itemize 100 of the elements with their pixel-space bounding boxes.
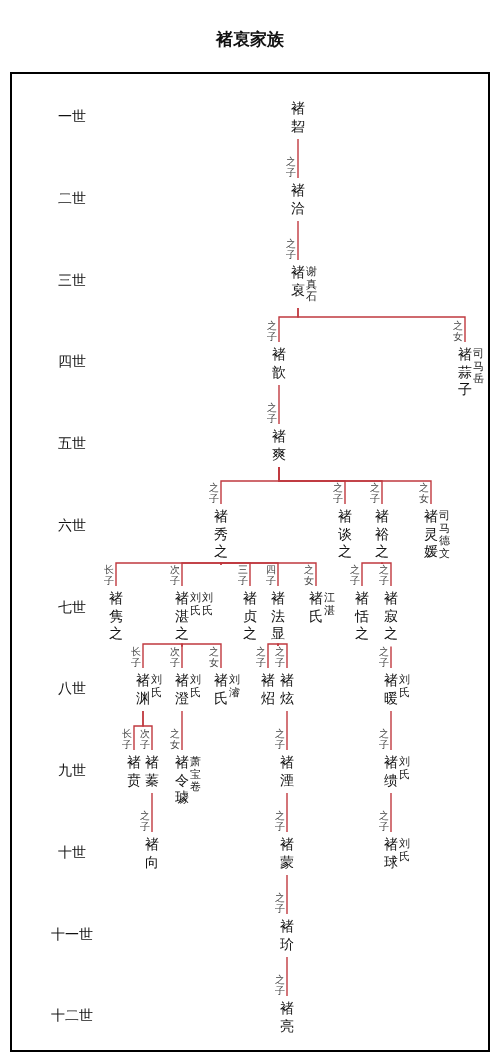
person-name: 褚球 <box>384 836 398 871</box>
person-name: 褚恬之 <box>355 590 369 643</box>
person-name: 褚隽之 <box>109 590 123 643</box>
edge-label: 长子 <box>104 564 114 586</box>
edge-label: 之子 <box>379 646 389 668</box>
generation-label: 九世 <box>58 762 86 780</box>
person-name: 褚寂之 <box>384 590 398 643</box>
edge-label: 之子 <box>275 974 285 996</box>
connector-line <box>297 307 466 343</box>
spouse-name: 刘氏 <box>202 592 213 618</box>
edge-label: 次子 <box>170 646 180 668</box>
edge-label: 之女 <box>170 728 180 750</box>
person-name: 褚歆 <box>272 346 286 381</box>
spouse-name: 江湛 <box>324 592 335 618</box>
person-name: 褚亮 <box>280 1000 294 1035</box>
connector-line <box>390 792 392 833</box>
edge-label: 之女 <box>419 482 429 504</box>
connector-line <box>286 792 288 833</box>
generation-label: 六世 <box>58 516 86 535</box>
generation-label: 四世 <box>58 353 86 372</box>
connector-line <box>286 874 288 915</box>
edge-label: 之子 <box>333 482 343 504</box>
spouse-name: 萧宝卷 <box>190 756 201 794</box>
edge-label: 之子 <box>275 892 285 914</box>
person-name: 褚蒙 <box>280 836 294 871</box>
connector-line <box>151 792 153 833</box>
person-name: 褚缋 <box>384 754 398 789</box>
edge-label: 之子 <box>275 810 285 832</box>
edge-label: 之子 <box>379 564 389 586</box>
spouse-name: 刘氏 <box>399 838 410 864</box>
person-name: 褚湮 <box>280 754 294 789</box>
connector-line <box>390 710 392 751</box>
generation-label: 七世 <box>58 598 86 617</box>
generation-label: 三世 <box>58 271 86 290</box>
generation-label: 八世 <box>58 680 86 699</box>
edge-label: 三子 <box>238 564 248 586</box>
edge-label: 之子 <box>209 482 219 504</box>
person-name: 褚玠 <box>280 918 294 953</box>
generation-label: 五世 <box>58 435 86 453</box>
person-name: 褚氏 <box>309 590 323 625</box>
connector-line <box>278 384 280 425</box>
connector-line <box>181 710 183 751</box>
connector-line <box>142 710 153 751</box>
spouse-name: 刘氏 <box>190 592 201 618</box>
edge-label: 之女 <box>304 564 314 586</box>
connector-line <box>390 645 392 669</box>
person-name: 褚向 <box>145 836 159 871</box>
edge-label: 次子 <box>140 728 150 750</box>
connector-line <box>142 643 183 669</box>
person-name: 褚爽 <box>272 428 286 463</box>
person-name: 褚裒 <box>291 264 305 299</box>
edge-label: 之女 <box>209 646 219 668</box>
edge-label: 次子 <box>170 564 180 586</box>
person-name: 褚贞之 <box>243 590 257 643</box>
edge-label: 之子 <box>286 156 296 178</box>
spouse-name: 刘氏 <box>151 674 162 700</box>
person-name: 褚暖 <box>384 672 398 707</box>
person-name: 褚洽 <box>291 182 305 217</box>
person-name: 褚䂮 <box>291 100 305 135</box>
spouse-name: 刘氏 <box>190 674 201 700</box>
connector-line <box>220 562 317 587</box>
generation-label: 二世 <box>58 189 86 208</box>
generation-label: 一世 <box>58 108 86 126</box>
edge-label: 之子 <box>267 402 277 424</box>
edge-label: 之女 <box>453 320 463 342</box>
person-name: 褚法显 <box>271 590 285 643</box>
connector-line <box>181 643 222 669</box>
edge-label: 之子 <box>286 238 296 260</box>
person-name: 褚谈之 <box>338 508 352 561</box>
spouse-name: 刘氏 <box>399 756 410 782</box>
title: 褚裒家族 <box>214 28 285 51</box>
connector-line <box>361 562 383 587</box>
person-name: 褚令璩 <box>175 754 189 807</box>
edge-label: 之子 <box>379 810 389 832</box>
person-name: 褚炫 <box>280 672 294 707</box>
person-name: 褚炤 <box>261 672 275 707</box>
generation-label: 十世 <box>58 843 86 862</box>
connector-line <box>286 710 288 751</box>
spouse-name: 谢真石 <box>306 266 317 304</box>
edge-label: 之子 <box>350 564 360 586</box>
connector-line <box>278 466 432 505</box>
connector-line <box>297 138 299 179</box>
person-name: 褚渊 <box>136 672 150 707</box>
edge-label: 之子 <box>140 810 150 832</box>
connector-line <box>297 220 299 261</box>
edge-label: 之子 <box>379 728 389 750</box>
spouse-name: 刘氏 <box>399 674 410 700</box>
person-name: 褚蒜子 <box>458 346 472 399</box>
generation-label: 十一世 <box>51 925 93 944</box>
edge-label: 之子 <box>370 482 380 504</box>
edge-label: 之子 <box>267 320 277 342</box>
connector-line <box>286 956 288 997</box>
person-name: 褚湛之 <box>175 590 189 643</box>
spouse-name: 司马岳 <box>473 348 484 386</box>
edge-label: 长子 <box>131 646 141 668</box>
person-name: 褚贲 <box>127 754 141 789</box>
person-name: 褚氏 <box>214 672 228 707</box>
person-name: 褚澄 <box>175 672 189 707</box>
edge-label: 之子 <box>256 646 266 668</box>
connector-line <box>267 643 279 669</box>
